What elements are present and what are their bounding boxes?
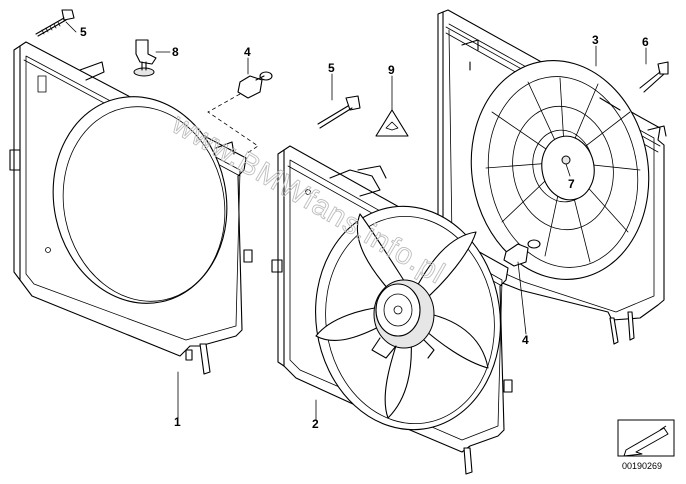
- screw-5-top-left: [35, 9, 75, 37]
- screw-5-middle: [317, 95, 361, 129]
- callout-4-top: 4: [244, 45, 251, 59]
- callout-1: 1: [174, 415, 181, 429]
- screw-6: [639, 61, 669, 93]
- fan-shroud-1: [9, 41, 253, 375]
- callout-3: 3: [592, 33, 599, 47]
- callout-5-top-left: 5: [80, 25, 87, 39]
- callout-6: 6: [642, 35, 649, 49]
- fan-assembly-2: [271, 145, 513, 475]
- clip-8: [133, 39, 157, 77]
- arrow-box-icon: [617, 419, 675, 457]
- leader-dashed-4-top: [207, 93, 259, 155]
- callout-9: 9: [388, 63, 395, 77]
- fan-warning-triangle-icon: [375, 109, 409, 137]
- fan-shroud-3: [437, 9, 667, 345]
- leader-lines: [65, 21, 647, 421]
- callout-2: 2: [312, 417, 319, 431]
- drawing-number: 00190269: [622, 461, 662, 471]
- callout-5-middle: 5: [328, 61, 335, 75]
- callout-4-bottom: 4: [522, 333, 529, 347]
- rubber-mount-4-bottom: [503, 239, 541, 267]
- rubber-mount-4-top: [237, 71, 273, 99]
- callout-7: 7: [568, 177, 575, 191]
- callout-8: 8: [172, 45, 179, 59]
